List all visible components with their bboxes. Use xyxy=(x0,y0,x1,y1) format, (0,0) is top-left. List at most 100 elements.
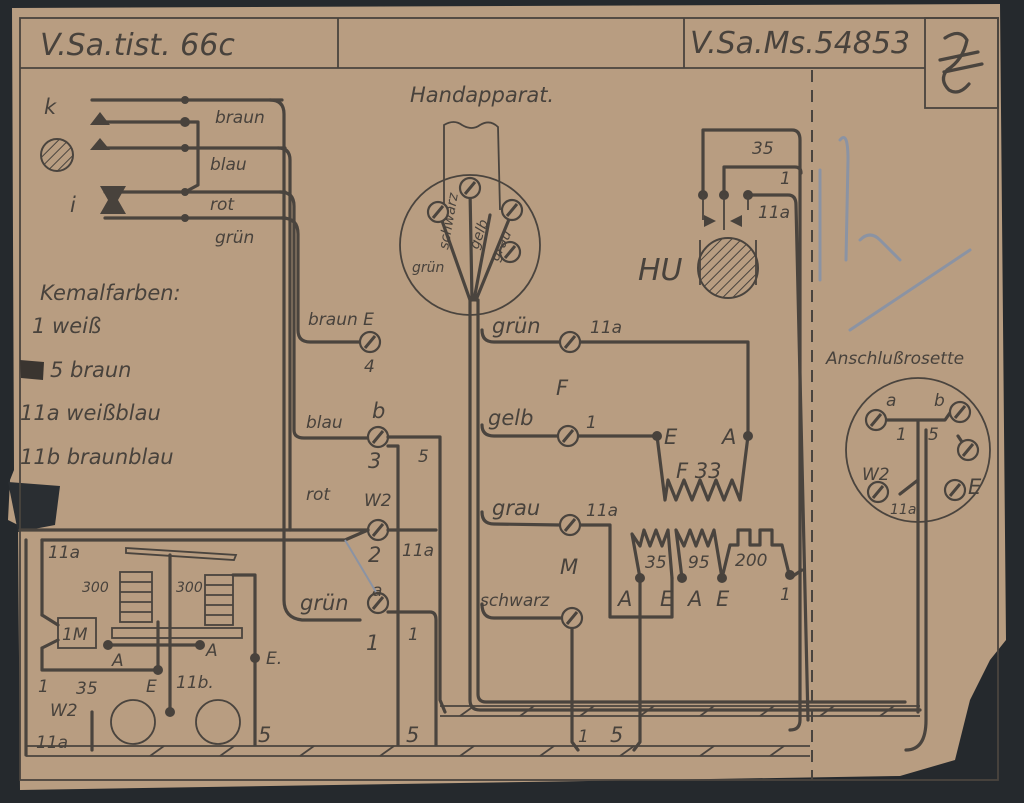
label-5: 5 xyxy=(258,723,271,747)
legend-item: 11a weißblau xyxy=(20,401,161,425)
terminal-screw xyxy=(556,424,580,448)
label-A: A xyxy=(720,425,736,449)
handset-screw xyxy=(458,176,482,200)
label-E: E. xyxy=(266,649,282,669)
legend-item: 1 weiß xyxy=(32,314,101,338)
label-300: 300 xyxy=(176,580,203,596)
left-wiring xyxy=(18,435,447,747)
label-1: 1 xyxy=(780,169,791,189)
label-11a: 11a xyxy=(758,203,790,223)
label-w2: W2 xyxy=(862,465,890,485)
label-11a: 11a xyxy=(590,318,622,338)
label-capacitor: 1M xyxy=(62,625,88,645)
rosette-screw xyxy=(956,438,980,462)
label-blau: blau xyxy=(306,413,343,433)
label-1: 1 xyxy=(586,413,597,433)
label-4: 4 xyxy=(364,357,375,377)
label-35: 35 xyxy=(752,139,774,159)
ink-stain xyxy=(20,360,44,380)
label-1: 1 xyxy=(38,677,49,697)
label-1: 1 xyxy=(896,425,907,445)
paper-sheet xyxy=(8,4,1006,790)
label-gruen: grün xyxy=(300,591,349,615)
rosette-screw xyxy=(866,480,890,504)
label-E: E xyxy=(968,475,982,499)
label-5: 5 xyxy=(418,447,429,467)
wire-label-rot: rot xyxy=(210,195,235,215)
legend-title: Kemalfarben: xyxy=(40,281,181,305)
label-3: 3 xyxy=(368,449,381,473)
label-F33: F 33 xyxy=(676,459,721,483)
label-200: 200 xyxy=(735,551,767,571)
wire-label-braun: braun xyxy=(215,108,265,128)
label-braun-e: braun E xyxy=(308,310,374,330)
rosette-screw xyxy=(948,400,972,424)
pencil-signature xyxy=(818,136,972,332)
torn-corner xyxy=(8,482,60,532)
label-bottom-5: 5 xyxy=(610,723,623,747)
handset-title: Handapparat. xyxy=(410,83,554,107)
label-A: A xyxy=(686,587,702,611)
label-11a: 11a xyxy=(402,541,434,561)
legend-item: 11b braunblau xyxy=(20,445,174,469)
label-E: E xyxy=(660,587,674,611)
switch-contacts xyxy=(40,96,372,622)
label-gruen: grün xyxy=(492,314,541,338)
label-11a: 11a xyxy=(890,502,916,518)
label-w2: W2 xyxy=(50,701,78,721)
label-E: E xyxy=(716,587,730,611)
label-1: 1 xyxy=(780,585,791,605)
label-300: 300 xyxy=(82,580,109,596)
label-11b: 11b. xyxy=(176,673,214,693)
label-i: i xyxy=(70,193,76,217)
label-1b: 1 xyxy=(408,625,419,645)
label-a: a xyxy=(372,581,382,601)
label-35: 35 xyxy=(645,553,667,573)
label-A: A xyxy=(616,587,632,611)
rosette-screw xyxy=(943,478,967,502)
label-M: M xyxy=(560,555,578,579)
label-2: 2 xyxy=(368,543,381,567)
relay-block xyxy=(24,538,260,757)
label-b: b xyxy=(934,391,945,411)
cable-bundle xyxy=(26,705,920,757)
label-HU: HU xyxy=(638,253,683,288)
handset-wire-gruen: grün xyxy=(412,260,444,276)
label-11a: 11a xyxy=(36,733,68,753)
label-F: F xyxy=(556,376,569,400)
label-11a: 11a xyxy=(586,501,618,521)
title-frame xyxy=(19,17,999,781)
legend-item: 5 braun xyxy=(50,358,132,382)
handset-screw xyxy=(500,198,524,222)
title-left: V.Sa.tist. 66c xyxy=(40,28,235,63)
label-bottom-1: 1 xyxy=(578,727,589,747)
label-11a: 11a xyxy=(48,543,80,563)
terminal-screw xyxy=(358,330,382,354)
wire-label-blau: blau xyxy=(210,155,247,175)
label-k: k xyxy=(44,95,57,119)
label-A: A xyxy=(205,641,218,661)
label-A: A xyxy=(111,651,124,671)
label-w2: W2 xyxy=(364,491,392,511)
label-1: 1 xyxy=(366,631,379,655)
label-gelb: gelb xyxy=(488,406,533,430)
wire-label-gruen: grün xyxy=(215,228,254,248)
label-5: 5 xyxy=(406,723,419,747)
label-E: E xyxy=(664,425,678,449)
rosette-screw xyxy=(864,408,888,432)
rosette-title: Anschlußrosette xyxy=(825,349,964,369)
label-rot: rot xyxy=(306,485,331,505)
label-5: 5 xyxy=(928,425,939,445)
hook-switch xyxy=(697,128,810,732)
label-b: b xyxy=(372,399,385,423)
label-a: a xyxy=(886,391,896,411)
terminal-screw xyxy=(558,513,582,537)
label-grau: grau xyxy=(492,496,540,520)
terminal-screw xyxy=(366,518,390,542)
terminal-screw xyxy=(560,606,584,630)
terminal-screw xyxy=(366,425,390,449)
label-E: E xyxy=(146,677,157,697)
label-schwarz: schwarz xyxy=(480,591,550,611)
label-35: 35 xyxy=(76,679,98,699)
